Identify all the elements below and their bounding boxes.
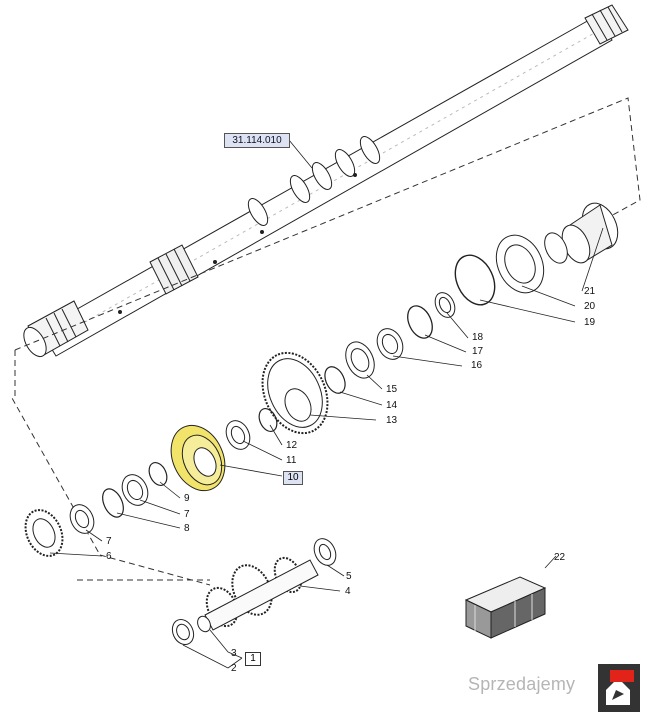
callout-1-kit[interactable]: 1 <box>245 652 261 666</box>
callout-18[interactable]: 18 <box>472 332 484 343</box>
callout-22[interactable]: 22 <box>554 552 566 563</box>
callout-9[interactable]: 9 <box>184 493 190 504</box>
callout-21[interactable]: 21 <box>584 286 596 297</box>
callout-5[interactable]: 5 <box>346 571 352 582</box>
callout-20[interactable]: 20 <box>584 301 596 312</box>
watermark-text: Sprzedajemy <box>468 674 576 694</box>
callout-3[interactable]: 3 <box>231 648 237 659</box>
bearing-group-right <box>454 202 619 306</box>
callout-12[interactable]: 12 <box>286 440 298 451</box>
leader-lines <box>49 227 604 669</box>
assembly-frame <box>11 97 641 586</box>
callout-16[interactable]: 16 <box>471 360 483 371</box>
highlighted-part-10 <box>170 408 278 492</box>
gear-group-13-15 <box>261 341 375 435</box>
main-shaft <box>23 4 629 358</box>
callout-15[interactable]: 15 <box>386 384 398 395</box>
sprzedajemy-logo <box>598 664 640 712</box>
reference-leader <box>288 139 313 169</box>
callout-19[interactable]: 19 <box>584 317 596 328</box>
reference-link-31-114-010[interactable]: 31.114.010 <box>224 133 290 148</box>
ring-group-7-9 <box>69 462 168 534</box>
callout-13[interactable]: 13 <box>386 415 398 426</box>
gear-cluster-1-5 <box>171 538 337 646</box>
callout-11[interactable]: 11 <box>286 455 297 466</box>
callout-8[interactable]: 8 <box>184 523 190 534</box>
callout-6[interactable]: 6 <box>106 551 112 562</box>
callout-14[interactable]: 14 <box>386 400 398 411</box>
kit-package-22 <box>464 576 547 639</box>
callout-17[interactable]: 17 <box>472 346 484 357</box>
callout-10-highlighted[interactable]: 10 <box>283 471 303 485</box>
gear-part-6 <box>24 509 64 557</box>
callout-2[interactable]: 2 <box>231 663 237 674</box>
callout-7-lower[interactable]: 7 <box>106 536 112 547</box>
callout-4[interactable]: 4 <box>345 586 351 597</box>
ring-group-16-18 <box>376 292 456 360</box>
callout-7-upper[interactable]: 7 <box>184 509 190 520</box>
